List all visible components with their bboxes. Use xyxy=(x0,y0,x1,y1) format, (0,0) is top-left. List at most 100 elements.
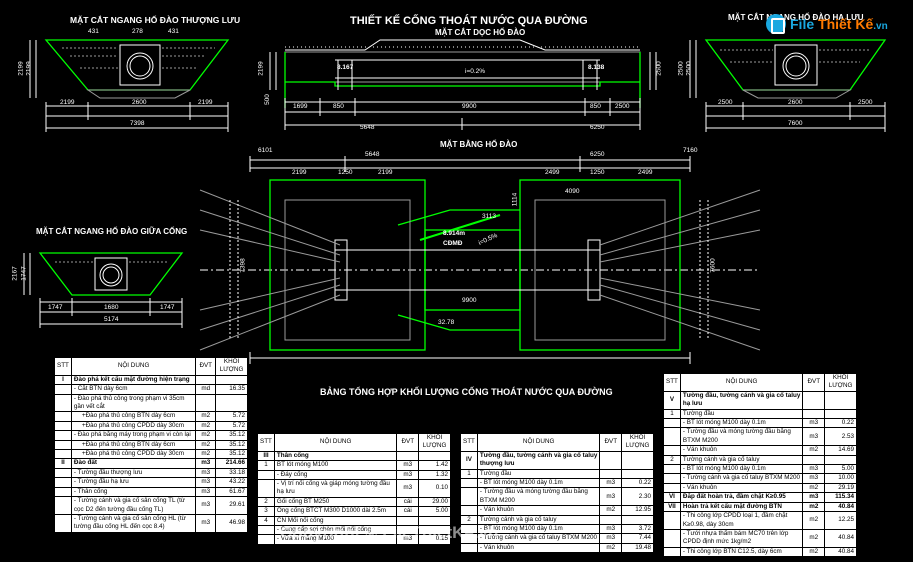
plan-view xyxy=(199,156,761,364)
site-logo[interactable]: File Thiết Kế.vn xyxy=(766,14,888,34)
longitudinal-section xyxy=(269,39,657,130)
cell-unit: m2 xyxy=(802,501,826,513)
cell-stt: VII xyxy=(663,501,681,513)
slope-label: i=0.2% xyxy=(465,68,486,75)
cell-content: - Đào phá thủ công trong phạm vi 35cm gầ… xyxy=(70,393,197,413)
dim-label: 1114 xyxy=(511,192,519,207)
cell-stt xyxy=(54,411,72,422)
cell-unit: m3 xyxy=(396,479,420,498)
cell-unit: cái xyxy=(396,506,420,517)
cell-stt xyxy=(460,505,478,516)
cell-qty xyxy=(824,408,857,420)
table-row: - Đào phá thủ công trong phạm vi 35cm gầ… xyxy=(54,393,248,413)
dim-label: 1250 xyxy=(338,169,353,176)
cell-stt xyxy=(460,478,478,489)
cell-content: - Thân cống xyxy=(70,486,197,498)
cell-qty: 12.95 xyxy=(621,505,654,516)
cell-content: - Ván khuôn xyxy=(679,482,804,494)
col-qty: KHỐI LƯỢNG xyxy=(215,357,248,376)
col-unit: ĐVT xyxy=(802,373,826,392)
cell-stt xyxy=(663,418,681,429)
cell-content: - Tường cánh và gia cố taluy BTXM M200 xyxy=(679,473,804,484)
cell-qty: 35.12 xyxy=(215,439,248,451)
cell-unit: m2 xyxy=(195,420,217,432)
cell-qty xyxy=(824,390,857,410)
cell-stt xyxy=(257,479,275,498)
cell-content: Tường cánh và gia cố taluy xyxy=(679,454,804,466)
dim-label: 6250 xyxy=(590,151,605,158)
cell-stt: 3 xyxy=(257,506,275,517)
cell-content: - Thi công lớp CPDD loại 1, đầm chặt K≥0… xyxy=(679,511,804,530)
col-unit: ĐVT xyxy=(195,357,217,376)
col-qty: KHỐI LƯỢNG xyxy=(824,373,857,392)
cell-stt xyxy=(54,384,72,395)
cell-content: Tường đầu xyxy=(476,468,601,480)
cell-stt xyxy=(54,393,72,413)
logo-text: File Thiết Kế.vn xyxy=(790,16,888,32)
cell-qty xyxy=(621,450,654,470)
cell-unit xyxy=(599,468,623,480)
cell-stt xyxy=(663,464,681,475)
cell-unit xyxy=(195,374,217,386)
cell-qty: 33.18 xyxy=(215,467,248,479)
cell-content: Tường đầu, tường cánh và gia cố taluy th… xyxy=(476,450,601,470)
table-row: - Tường cánh và gia cố sân cống HL (từ t… xyxy=(54,513,248,533)
dim-label: 431 xyxy=(168,28,179,35)
cell-content: - Ván khuôn xyxy=(476,505,601,516)
cell-unit: m3 xyxy=(195,477,217,488)
col-content: NỘI DUNG xyxy=(70,357,197,376)
cell-qty: 214.66 xyxy=(215,458,248,469)
cell-stt xyxy=(54,486,72,498)
cell-content: Đắp đất hoàn trả, đầm chặt K≥0.95 xyxy=(679,492,804,503)
cell-content: +Đào phá thủ công BTN dày 6cm xyxy=(70,439,197,451)
level-label: 8.914m xyxy=(443,230,466,237)
dim-label: 850 xyxy=(590,103,601,110)
cell-stt: I xyxy=(54,374,72,386)
cell-content: - Thi công lớp BTN C12.5, dày 6cm xyxy=(679,546,804,558)
cell-stt xyxy=(54,513,72,533)
dim-label: 5648 xyxy=(365,151,380,158)
dim-label: 2500 xyxy=(677,61,685,76)
dim-label: 5174 xyxy=(104,316,119,323)
cell-unit: m2 xyxy=(802,511,826,530)
dim-label: 2500 xyxy=(858,99,873,106)
cell-content: +Đào phá thủ công CPDD dày 30cm xyxy=(70,449,197,460)
cell-unit: m2 xyxy=(195,411,217,422)
cell-qty: 40.84 xyxy=(824,528,857,548)
cell-content: - BT lót móng M100 dày 0.1m xyxy=(476,478,601,489)
cell-content: Gối cống BT M250 xyxy=(273,496,398,508)
cell-content: BT lót móng M100 xyxy=(273,460,398,471)
cell-qty: 43.22 xyxy=(215,477,248,488)
cell-content: - Tường cánh và gia cố taluy BTXM M200 xyxy=(476,533,601,544)
cell-qty: 35.12 xyxy=(215,449,248,460)
dim-label: 5648 xyxy=(360,124,375,131)
dim-label: 6101 xyxy=(258,147,273,154)
cell-stt xyxy=(257,525,275,536)
cell-stt xyxy=(663,473,681,484)
cell-unit: m3 xyxy=(802,427,826,447)
cell-qty xyxy=(824,454,857,466)
dim-label: 431 xyxy=(88,28,99,35)
cell-stt: 1 xyxy=(257,460,275,471)
cell-qty: 29.19 xyxy=(824,482,857,494)
cell-qty: 5.72 xyxy=(215,411,248,422)
downstream-section-title: MẶT CẮT NGANG HỐ ĐÀO HẠ LƯU xyxy=(728,13,864,22)
cell-qty: 16.35 xyxy=(215,384,248,395)
cell-unit: m3 xyxy=(599,524,623,535)
cell-qty: 29.00 xyxy=(418,496,451,508)
